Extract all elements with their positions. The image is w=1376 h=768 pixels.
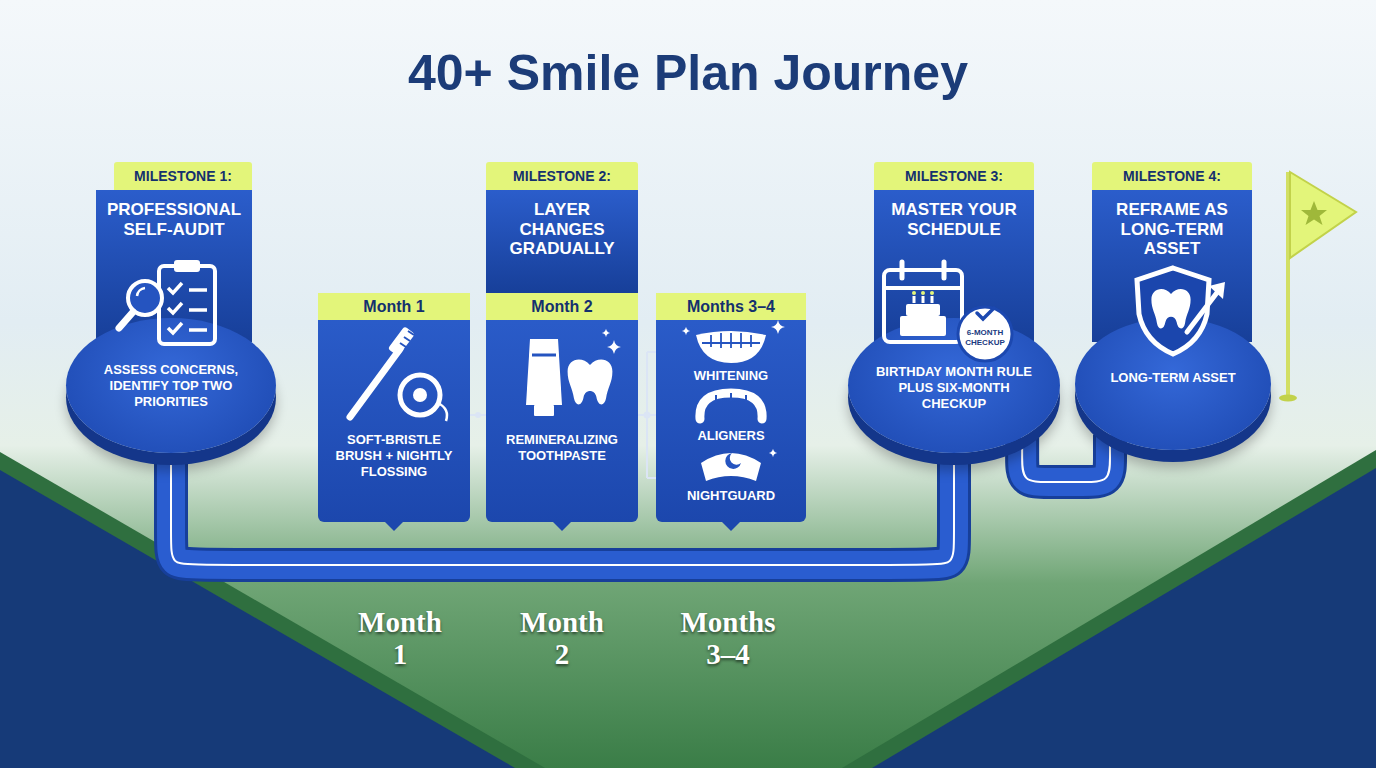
shield-tooth-icon xyxy=(1123,264,1223,359)
milestone-card: MILESTONE 2: LAYER CHANGES GRADUALLY xyxy=(486,162,638,293)
icon-part xyxy=(884,270,962,342)
icon-part xyxy=(725,453,741,469)
icon-part xyxy=(958,307,1012,361)
icon-part xyxy=(400,331,414,347)
icon-part xyxy=(702,333,760,348)
icon-part xyxy=(696,331,766,363)
step-text: ALIGNERS xyxy=(656,428,806,444)
platform-text: LONG-TERM ASSET xyxy=(1090,370,1255,386)
flag-base xyxy=(1279,395,1297,402)
timeline-label: Month 2 xyxy=(520,606,604,670)
timeline-label: Month 1 xyxy=(358,606,442,670)
icon-part xyxy=(912,291,916,295)
icon-part xyxy=(159,266,215,344)
milestone-card: MILESTONE 3: MASTER YOUR SCHEDULE xyxy=(874,162,1034,342)
step-text: NIGHTGUARD xyxy=(656,488,806,504)
road-centerline xyxy=(1022,435,1110,482)
icon-part xyxy=(906,304,940,316)
audit-icon xyxy=(111,256,231,351)
icon-part xyxy=(607,340,621,354)
milestone-title: PROFESSIONAL SELF-AUDIT xyxy=(96,200,252,239)
milestone-title: LAYER CHANGES GRADUALLY xyxy=(486,200,638,259)
step-text: SOFT-BRISTLE BRUSH + NIGHTLY FLOSSING xyxy=(318,432,470,480)
fork-dot xyxy=(644,412,651,419)
icon-part xyxy=(716,393,746,403)
milestone-tag: MILESTONE 4: xyxy=(1092,162,1252,190)
connector-dot xyxy=(475,412,481,418)
timeline-label: Months 3–4 xyxy=(680,606,775,670)
badge-label: 6-MONTH CHECKUP xyxy=(958,328,1012,348)
toothpaste-icon xyxy=(502,325,622,425)
road-edge xyxy=(1022,435,1110,482)
icon-part xyxy=(930,291,934,295)
icon-part xyxy=(534,405,554,416)
icon-part xyxy=(438,403,447,421)
icon-part xyxy=(1187,290,1219,332)
connector-group xyxy=(470,412,486,418)
icon-part xyxy=(1209,282,1225,299)
milestone-title: MASTER YOUR SCHEDULE xyxy=(874,200,1034,239)
icon-part xyxy=(900,316,946,336)
icon-part xyxy=(174,260,200,272)
step-text: WHITENING xyxy=(656,368,806,384)
icon-part xyxy=(137,288,145,296)
brush-floss-icon xyxy=(334,325,454,425)
icon-part xyxy=(769,449,777,457)
icon-part xyxy=(914,296,932,303)
flag-star xyxy=(1301,201,1327,225)
icon-part xyxy=(388,326,415,356)
icon-part xyxy=(977,308,994,319)
icon-part xyxy=(700,393,762,419)
icon-part xyxy=(701,453,761,481)
icon-part xyxy=(1151,289,1190,328)
month-tag: Months 3–4 xyxy=(656,293,806,320)
month-tag: Month 2 xyxy=(486,293,638,320)
icon-part xyxy=(350,349,400,417)
milestone-card: MILESTONE 1: PROFESSIONAL SELF-AUDIT xyxy=(96,162,252,342)
milestone-title: REFRAME AS LONG-TERM ASSET xyxy=(1092,200,1252,259)
platform-text: ASSESS CONCERNS, IDENTIFY TOP TWO PRIORI… xyxy=(66,362,276,410)
connector-group xyxy=(1022,435,1110,482)
treatment-icons xyxy=(656,293,806,522)
icon-part xyxy=(1137,268,1209,354)
month-card: Month 1 SOFT-BRISTLE BRUSH + NIGHTLY FLOS… xyxy=(318,293,470,522)
milestone-tag: MILESTONE 1: xyxy=(114,162,252,190)
milestone-tag: MILESTONE 3: xyxy=(874,162,1034,190)
journey-road xyxy=(1022,435,1110,482)
platform-text: BIRTHDAY MONTH RULE PLUS SIX-MONTH CHECK… xyxy=(848,364,1060,412)
milestone-platform: ASSESS CONCERNS, IDENTIFY TOP TWO PRIORI… xyxy=(66,318,276,453)
icon-part xyxy=(921,291,925,295)
icon-part xyxy=(168,283,182,333)
icon-part xyxy=(568,359,613,404)
icon-part xyxy=(884,286,962,290)
connector-dot xyxy=(644,412,650,418)
flag xyxy=(1290,172,1356,258)
icon-part xyxy=(602,329,610,337)
icon-part xyxy=(771,320,785,334)
milestone-tag: MILESTONE 2: xyxy=(486,162,638,190)
diagram-title: 40+ Smile Plan Journey xyxy=(0,44,1376,102)
step-text: REMINERALIZING TOOTHPASTE xyxy=(486,432,638,464)
icon-part xyxy=(682,327,690,335)
icon-part xyxy=(189,290,207,330)
icon-part xyxy=(400,375,440,415)
milestone-platform: LONG-TERM ASSET xyxy=(1075,318,1271,450)
milestone-platform: BIRTHDAY MONTH RULE PLUS SIX-MONTH CHECK… xyxy=(848,318,1060,453)
icon-part xyxy=(902,262,944,278)
icon-part xyxy=(526,339,562,405)
month-card: Month 2 REMINERALIZING TOOTHPASTE xyxy=(486,293,638,522)
icon-part xyxy=(532,354,556,357)
calendar-icon xyxy=(878,256,1028,366)
icon-part xyxy=(413,388,427,402)
green-stripe xyxy=(842,450,1376,768)
icon-part xyxy=(119,312,133,328)
connector-group xyxy=(638,412,656,418)
month-tag: Month 1 xyxy=(318,293,470,320)
month-card: Months 3–4WHITENING ALIGNERS NIGHTGUARD xyxy=(656,293,806,522)
